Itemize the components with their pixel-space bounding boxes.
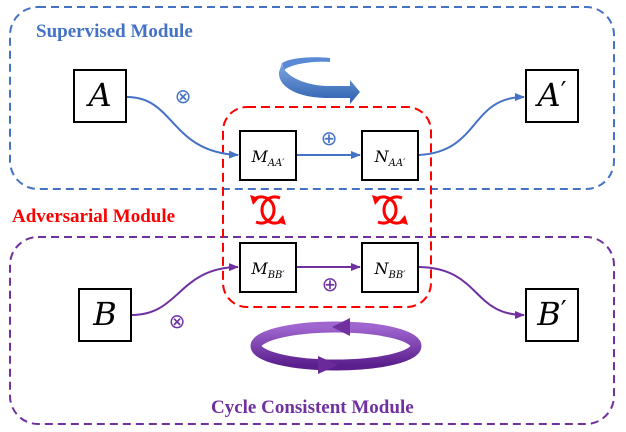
adversarial-module-box [222, 106, 432, 308]
otimes-operator-bottom: ⊗ [169, 309, 186, 333]
node-N-AA: NAA′ [361, 130, 419, 181]
svg-text:A: A [85, 76, 111, 114]
node-N-BB: NBB′ [361, 242, 419, 293]
node-M-BB-letter: M [250, 259, 268, 278]
node-A-prime-mark: ′ [561, 77, 567, 107]
node-B-prime-label: B [536, 295, 561, 333]
rotate-arrow-icon [278, 57, 360, 104]
red-cycle-icon [372, 195, 408, 225]
node-A-prime: A′ [525, 69, 579, 123]
node-M-BB-sub: BB′ [267, 270, 286, 281]
node-M-AA: MAA′ [239, 130, 297, 181]
svg-text:NAA′: NAA′ [374, 147, 406, 169]
oplus-operator-top: ⊕ [321, 126, 338, 150]
node-A: A [73, 69, 127, 123]
red-cycle-icon [250, 195, 286, 225]
node-M-AA-letter: M [250, 147, 268, 166]
cycle-arrow-icon [250, 318, 422, 374]
svg-text:B: B [92, 295, 117, 333]
node-N-AA-sub: AA′ [388, 158, 406, 169]
node-N-BB-letter: N [374, 259, 390, 278]
arrow-B-to-MBB [131, 263, 239, 316]
node-A-label: A [85, 76, 111, 114]
node-N-BB-sub: BB′ [388, 270, 407, 281]
node-B-label: B [92, 295, 117, 333]
adversarial-module-title: Adversarial Module [12, 206, 175, 227]
node-B: B [78, 288, 132, 342]
svg-text:B′: B′ [536, 295, 567, 333]
cycle-module-box [9, 236, 615, 425]
supervised-module-box [9, 6, 615, 190]
svg-text:A′: A′ [534, 76, 566, 114]
node-N-AA-letter: N [374, 147, 390, 166]
arrow-NBB-to-Bprime [418, 266, 525, 319]
svg-text:MBB′: MBB′ [250, 259, 285, 281]
node-B-prime-mark: ′ [561, 296, 567, 326]
svg-text:NBB′: NBB′ [374, 259, 407, 281]
arrow-A-to-MAA [126, 96, 239, 159]
node-B-prime: B′ [525, 288, 579, 342]
node-A-prime-label: A [534, 76, 560, 114]
supervised-module-title: Supervised Module [36, 21, 193, 42]
otimes-operator-top: ⊗ [175, 84, 192, 108]
node-M-AA-sub: AA′ [267, 158, 285, 169]
oplus-operator-bottom: ⊕ [322, 272, 339, 296]
arrow-NAA-to-Aprime [418, 93, 525, 156]
node-M-BB: MBB′ [239, 242, 297, 293]
svg-text:MAA′: MAA′ [250, 147, 285, 169]
cycle-module-title: Cycle Consistent Module [211, 397, 414, 418]
